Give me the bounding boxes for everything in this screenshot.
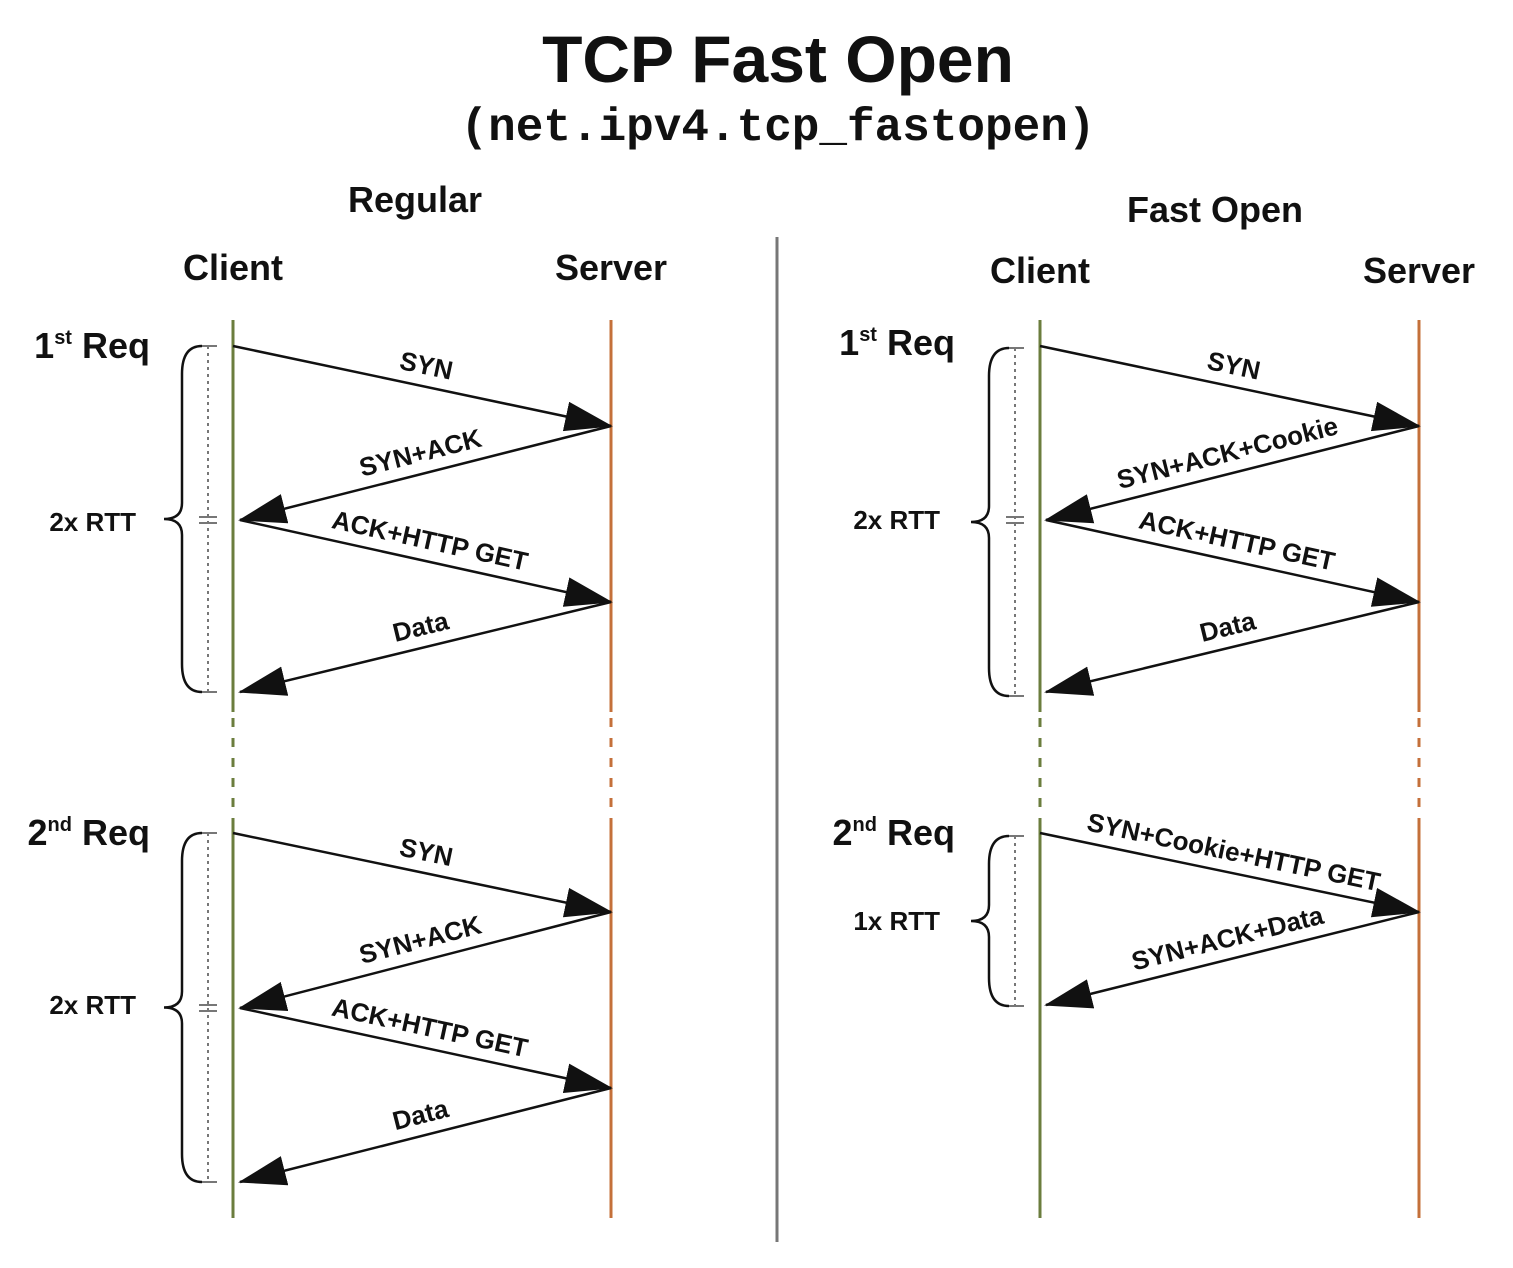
fast-open-req2-msg2-arrow — [1044, 910, 1420, 1009]
fast-open-req2-msg1-arrow — [1039, 831, 1421, 918]
fast-open-req2-rtt-label: 1x RTT — [853, 906, 940, 936]
regular-req1-msg1-arrow — [232, 344, 613, 432]
regular-req2-msg1-label: SYN — [397, 832, 455, 872]
fast-open-req1-msg3-label: ACK+HTTP GET — [1136, 504, 1337, 576]
fast-open-req1-msg3-arrow — [1045, 518, 1421, 607]
regular-req1-msg3-arrow — [239, 518, 613, 607]
regular-req1-label: 1st Req — [34, 325, 150, 366]
fast-open-client-label: Client — [990, 250, 1090, 291]
fast-open-req1-msg4-label: Data — [1197, 605, 1259, 648]
fast-open-req1-msg1-arrow — [1039, 344, 1421, 432]
regular-req1-msg3-label: ACK+HTTP GET — [329, 504, 530, 576]
regular-req2-msg4-arrow — [238, 1086, 612, 1186]
fast-open-req1-brace — [970, 346, 1010, 698]
regular-server-label: Server — [555, 247, 667, 288]
fast-open-req1-msg4-arrow — [1044, 600, 1420, 696]
fast-open-server-label: Server — [1363, 250, 1475, 291]
fast-open-req1-label: 1st Req — [839, 322, 955, 363]
fast-open-req1-msg2-label: SYN+ACK+Cookie — [1114, 410, 1341, 495]
diagram-subtitle: (net.ipv4.tcp_fastopen) — [461, 102, 1096, 154]
fast-open-panel-title: Fast Open — [1127, 189, 1303, 230]
regular-req2-rtt-label: 2x RTT — [49, 990, 136, 1020]
regular-req2-msg1-arrow — [232, 831, 613, 918]
fast-open-req2-label: 2nd Req — [833, 812, 955, 853]
regular-req1-msg1-label: SYN — [397, 345, 456, 385]
regular-req1-msg4-arrow — [238, 600, 612, 696]
regular-req1-msg4-label: Data — [390, 605, 452, 648]
fast-open-req2-brace — [970, 834, 1010, 1008]
diagram-title: TCP Fast Open — [542, 22, 1014, 96]
regular-req1-rtt-label: 2x RTT — [49, 507, 136, 537]
regular-req2-brace — [163, 831, 203, 1184]
regular-req2-label: 2nd Req — [28, 812, 150, 853]
fast-open-req2-msg2-label: SYN+ACK+Data — [1128, 900, 1326, 977]
fast-open-req1-msg2-arrow — [1044, 424, 1420, 524]
regular-client-label: Client — [183, 247, 283, 288]
regular-req2-msg3-arrow — [239, 1006, 613, 1093]
regular-req2-msg2-arrow — [238, 910, 612, 1011]
regular-req1-msg2-arrow — [238, 424, 612, 524]
regular-panel-title: Regular — [348, 179, 482, 220]
regular-req1-brace — [163, 344, 203, 694]
fast-open-req1-rtt-label: 2x RTT — [853, 505, 940, 535]
fast-open-req1-msg1-label: SYN — [1205, 345, 1264, 385]
regular-req2-msg3-label: ACK+HTTP GET — [329, 992, 531, 1063]
